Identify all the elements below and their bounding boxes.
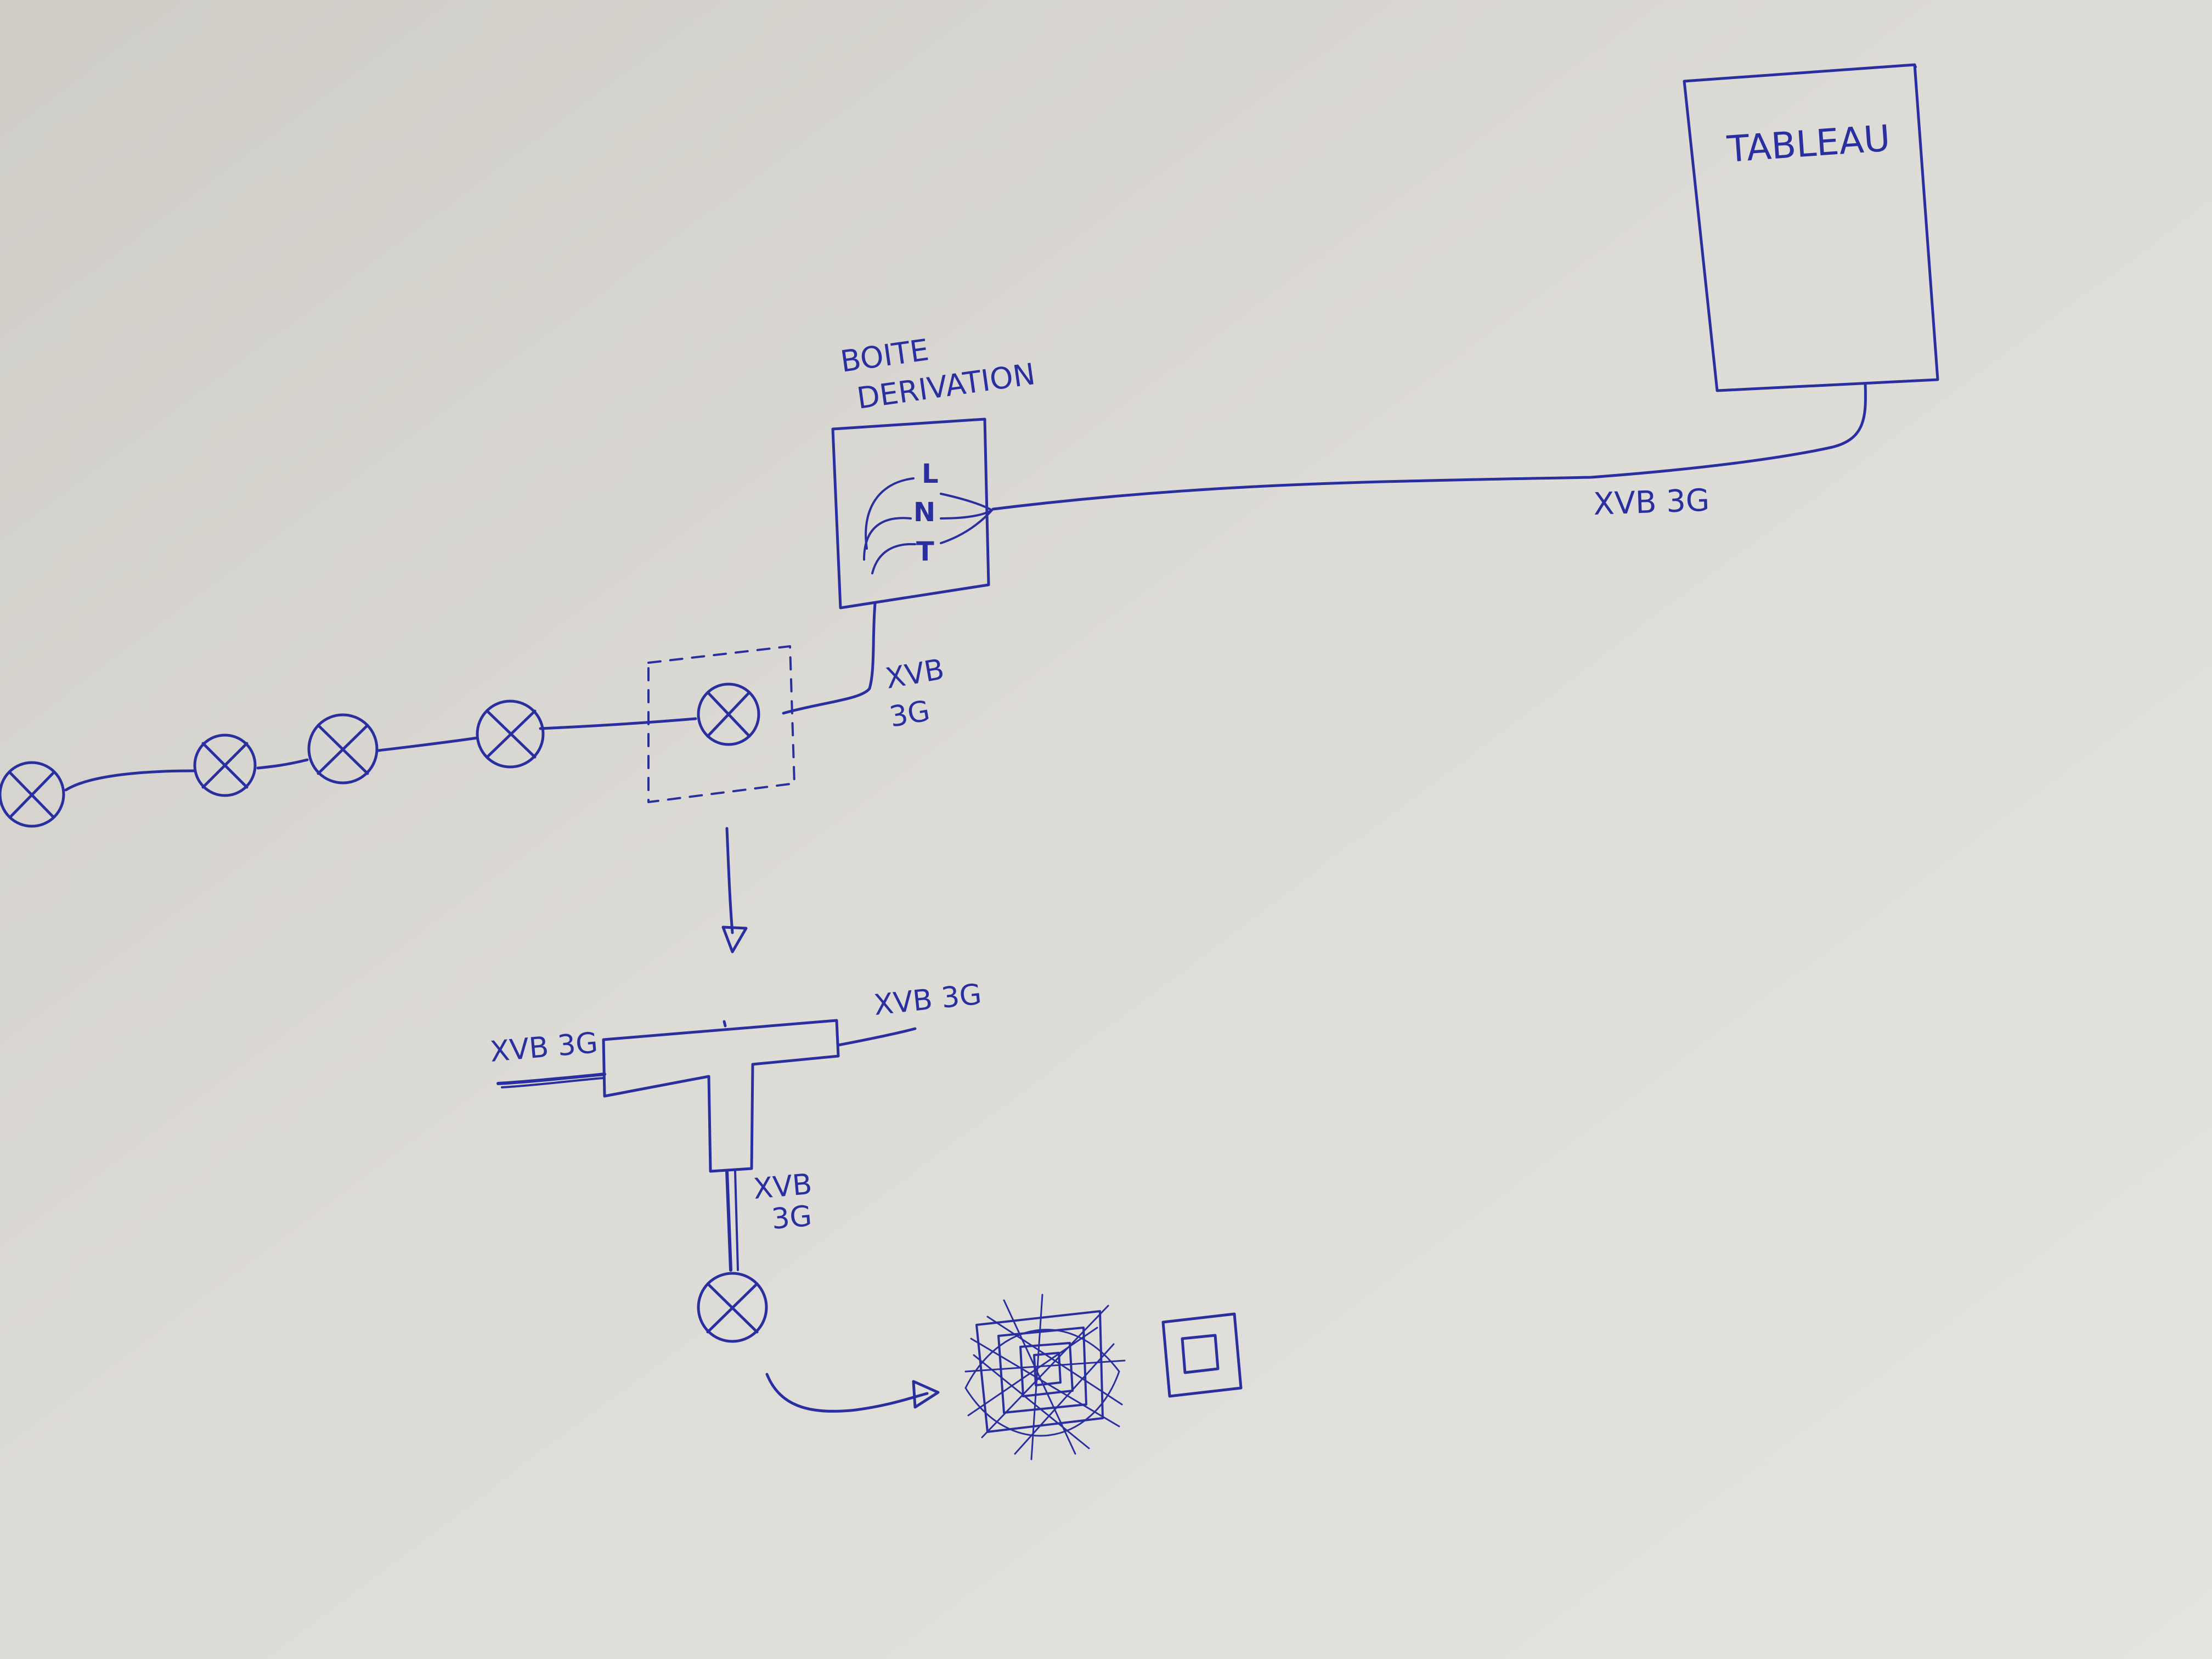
terminal-n: N [913,497,935,528]
circle-cross-icon [201,742,249,789]
cable-drop-label-line2: 3G [887,695,933,734]
light-point-5 [0,761,65,828]
cable-main-label: XVB 3G [1593,483,1710,522]
circle-cross-icon [706,1282,759,1334]
arrow-right-icon [765,1373,940,1413]
tee-junction [496,1019,917,1272]
terminal-l: L [922,459,939,489]
light-point-6 [697,1272,768,1343]
cable-light-chain [64,717,697,792]
light-point-4 [193,733,257,797]
highlight-dashed-box [647,645,795,803]
light-point-3 [307,713,379,785]
circle-cross-icon [8,771,55,819]
circle-cross-icon [486,709,537,759]
cable-box-to-light [782,602,877,715]
scribbled-square-icon [964,1294,1126,1460]
tee-bottom-label-line2: 3G [770,1200,813,1236]
circle-cross-icon [706,691,751,738]
cable-panel-to-box [991,382,1867,511]
tee-bottom-label-line1: XVB [752,1168,814,1206]
square-socket-icon [1161,1312,1243,1398]
light-point-2 [476,699,545,769]
circle-cross-icon [317,724,369,775]
terminal-t: T [916,537,934,567]
light-point-1 [697,682,760,746]
arrow-down-icon [721,827,748,953]
